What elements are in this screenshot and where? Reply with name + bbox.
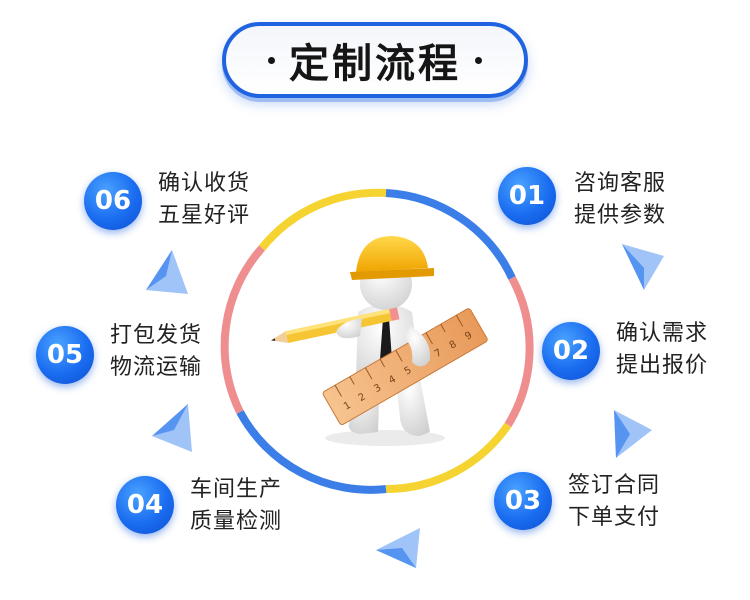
- construction-worker-icon: 1 2 3 4 5 6 7 8 9: [271, 236, 488, 446]
- ruler-mark-9: 9: [463, 330, 474, 343]
- step-06-line2: 五星好评: [158, 203, 251, 228]
- step-02-line2: 提出报价: [616, 353, 709, 378]
- step-06-line1: 确认收货: [158, 171, 251, 196]
- ruler-mark-2: 2: [357, 391, 368, 404]
- step-02-badge: 02: [542, 322, 600, 380]
- step-02-line1: 确认需求: [616, 321, 709, 346]
- title-text: 定制流程: [289, 41, 461, 87]
- ring-segment-pink-left: [220, 245, 265, 414]
- step-03-line1: 签订合同: [568, 473, 661, 498]
- ruler-mark-4: 4: [387, 374, 398, 387]
- ruler-mark-8: 8: [448, 339, 459, 352]
- page-title: 定制流程: [222, 22, 528, 98]
- step-06-text: 确认收货 五星好评: [158, 168, 250, 232]
- step-01-badge: 01: [498, 167, 556, 225]
- step-04-line2: 质量检测: [190, 509, 283, 534]
- step-06-badge: 06: [84, 172, 142, 230]
- step-04-line1: 车间生产: [190, 477, 283, 502]
- chevron-arrow-icon: [152, 404, 192, 452]
- chevron-arrow-icon: [614, 410, 652, 458]
- chevron-arrow-icon: [376, 528, 420, 568]
- ring-segment-pink-right: [504, 276, 534, 428]
- ruler-mark-3: 3: [372, 382, 383, 395]
- step-03-line2: 下单支付: [568, 505, 661, 530]
- step-04-badge: 04: [116, 476, 174, 534]
- step-01-line1: 咨询客服: [574, 171, 667, 196]
- step-05-badge: 05: [36, 326, 94, 384]
- chevron-arrow-icon: [146, 250, 188, 294]
- step-03-text: 签订合同 下单支付: [568, 470, 660, 534]
- ruler-mark-1: 1: [342, 400, 353, 413]
- ruler-mark-5: 5: [403, 365, 414, 378]
- step-05-line1: 打包发货: [110, 323, 203, 348]
- chevron-arrow-icon: [622, 244, 664, 290]
- title-dot-right: [475, 56, 482, 64]
- ring-segment-yellow-top: [258, 188, 387, 251]
- title-dot-left: [268, 56, 275, 64]
- ruler-mark-7: 7: [433, 347, 444, 360]
- ring-segment-blue-top-right: [385, 189, 516, 280]
- step-02-text: 确认需求 提出报价: [616, 318, 708, 382]
- step-03-badge: 03: [494, 472, 552, 530]
- step-05-text: 打包发货 物流运输: [110, 320, 202, 384]
- step-01-line2: 提供参数: [574, 203, 667, 228]
- step-01-text: 咨询客服 提供参数: [574, 168, 666, 232]
- ring-segment-yellow-bottom-right: [385, 422, 512, 494]
- step-05-line2: 物流运输: [110, 355, 203, 380]
- step-04-text: 车间生产 质量检测: [190, 474, 282, 538]
- ring-segment-blue-bottom-left: [236, 410, 387, 494]
